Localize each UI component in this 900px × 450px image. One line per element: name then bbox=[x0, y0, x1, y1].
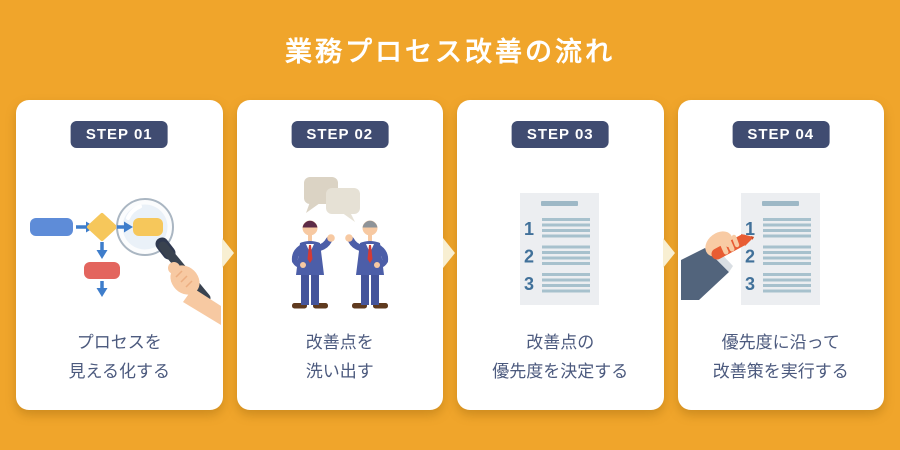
caption-line: 改善点の bbox=[526, 333, 595, 352]
hand-marker-priority-list-illustration: 1 2 3 bbox=[680, 193, 820, 305]
document-icon: 1 2 3 bbox=[520, 193, 600, 305]
svg-text:3: 3 bbox=[745, 274, 755, 294]
step-card-1: STEP 01 bbox=[16, 100, 223, 410]
step-card-4: STEP 04 1 2 3 bbox=[677, 100, 885, 410]
caption-line: 洗い出す bbox=[305, 362, 374, 381]
caption-line: 改善点を bbox=[305, 333, 374, 352]
hand-with-marker-icon bbox=[680, 231, 754, 300]
step-caption-4: 優先度に沿って 改善策を実行する bbox=[678, 328, 885, 386]
step-arrow-icon-3 bbox=[663, 238, 675, 268]
step-arrow-icon-2 bbox=[443, 238, 455, 268]
step-arrow-icon-1 bbox=[222, 238, 234, 268]
step-card-3: STEP 03 1 2 3 bbox=[457, 100, 664, 410]
svg-text:3: 3 bbox=[524, 274, 534, 294]
svg-text:2: 2 bbox=[745, 247, 755, 267]
speech-bubbles-icon bbox=[303, 177, 360, 222]
page-title: 業務プロセス改善の流れ bbox=[285, 37, 615, 67]
caption-line: 優先度に沿って bbox=[721, 333, 840, 352]
step-caption-2: 改善点を 洗い出す bbox=[237, 328, 444, 386]
svg-text:1: 1 bbox=[745, 219, 755, 239]
svg-text:2: 2 bbox=[524, 247, 534, 267]
step-badge-3: STEP 03 bbox=[511, 121, 609, 148]
flowchart-icon bbox=[30, 213, 121, 297]
step-badge-2: STEP 02 bbox=[291, 121, 389, 148]
caption-line: 優先度を決定する bbox=[492, 362, 629, 381]
holding-hand-icon bbox=[168, 262, 222, 325]
numbered-priority-list-illustration: 1 2 3 bbox=[520, 193, 600, 305]
businessman-right-icon bbox=[344, 220, 388, 309]
step-caption-1: プロセスを 見える化する bbox=[16, 328, 223, 386]
step-caption-3: 改善点の 優先度を決定する bbox=[457, 328, 664, 386]
step-badge-4: STEP 04 bbox=[732, 121, 830, 148]
steps-row: STEP 01 bbox=[16, 100, 884, 410]
caption-line: 見える化する bbox=[68, 362, 171, 381]
caption-line: 改善策を実行する bbox=[712, 362, 849, 381]
flowchart-magnifier-illustration bbox=[30, 198, 222, 325]
step-badge-1: STEP 01 bbox=[70, 121, 168, 148]
businessman-left-icon bbox=[291, 220, 335, 309]
document-icon: 1 2 3 bbox=[740, 193, 820, 305]
svg-text:1: 1 bbox=[524, 219, 534, 239]
step-card-2: STEP 02 bbox=[236, 100, 444, 410]
two-businessmen-discussion-illustration bbox=[291, 177, 388, 309]
caption-line: プロセスを bbox=[76, 333, 162, 352]
